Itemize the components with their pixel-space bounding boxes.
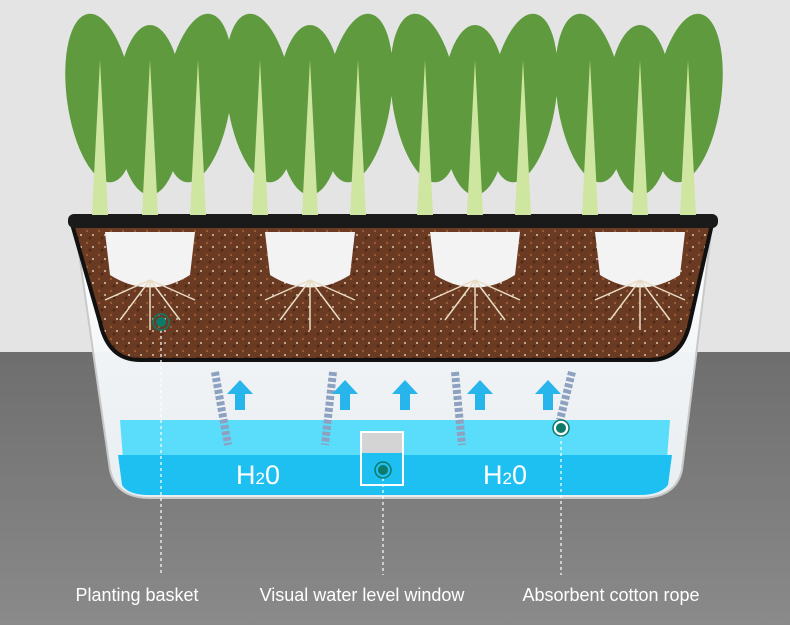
label-water-level-window: Visual water level window xyxy=(259,585,465,605)
up-arrow-icon xyxy=(227,380,253,410)
label-planting-basket: Planting basket xyxy=(75,585,199,605)
cotton-rope xyxy=(211,371,232,446)
plant-1 xyxy=(65,13,233,330)
basket-rim xyxy=(68,214,718,228)
up-arrow-icon xyxy=(332,380,358,410)
water-label-left: H20 xyxy=(236,460,280,490)
cotton-rope xyxy=(321,371,337,446)
up-arrow-icon xyxy=(392,380,418,410)
cotton-rope xyxy=(451,371,466,446)
plant-3 xyxy=(390,13,558,330)
plant-2 xyxy=(225,13,393,330)
water-label-right: H20 xyxy=(483,460,527,490)
cotton-rope xyxy=(556,371,576,421)
label-absorbent-cotton-rope: Absorbent cotton rope xyxy=(522,585,700,605)
up-arrow-icon xyxy=(467,380,493,410)
plant-4 xyxy=(555,13,723,330)
callout-dots xyxy=(152,313,570,479)
planting-basket xyxy=(69,222,715,362)
up-arrow-icon xyxy=(535,380,561,410)
